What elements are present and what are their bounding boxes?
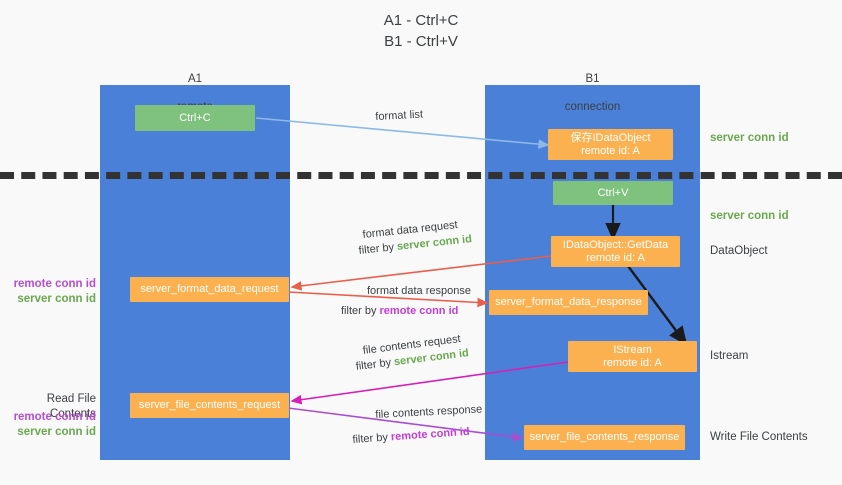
edge-label-format-data-response-filter: filter by remote conn id (341, 304, 458, 319)
right-label-server-conn-id-2: server conn id (710, 209, 789, 224)
node-server-file-contents-response[interactable]: server_file_contents_response (524, 425, 685, 450)
node-istream-line1: IStream (613, 343, 652, 356)
right-label-server-conn-id-2-text: server conn id (710, 210, 789, 222)
right-label-dataobject: DataObject (710, 244, 768, 259)
node-server-format-data-response[interactable]: server_format_data_response (489, 290, 648, 315)
node-idataobject-getdata[interactable]: IDataObject::GetData remote id: A (551, 236, 680, 267)
edge-label-file-contents-response-filter: filter by remote conn id (352, 425, 470, 448)
node-ctrl-v[interactable]: Ctrl+V (553, 181, 673, 205)
node-server-format-data-request-label: server_format_data_request (140, 283, 279, 295)
right-label-istream: Istream (710, 349, 748, 364)
right-label-dataobject-text: DataObject (710, 245, 768, 257)
edge-label-file-contents-response-filter-pre: filter by (352, 431, 392, 446)
node-save-idataobject-line2: remote id: A (581, 144, 640, 157)
column-b1-name: B1 (585, 73, 600, 85)
left-label-conn-ids-1: remote conn id server conn id (8, 277, 96, 307)
node-save-idataobject[interactable]: 保存IDataObject remote id: A (548, 129, 673, 160)
node-ctrl-v-label: Ctrl+V (597, 186, 629, 199)
node-server-file-contents-request[interactable]: server_file_contents_request (130, 393, 289, 418)
edge-label-format-data-request-filter-pre: filter by (358, 240, 398, 257)
dashed-divider (0, 172, 842, 179)
left-label-remote-conn-id-2: remote conn id (13, 411, 96, 423)
left-label-read-file-contents: Read File Contents (8, 392, 96, 422)
edge-label-file-contents-response-filter-key: remote conn id (390, 425, 470, 444)
node-getdata-line2: remote id: A (586, 251, 645, 264)
column-b1-sub: connection (564, 101, 621, 113)
page-title: A1 - Ctrl+C B1 - Ctrl+V (383, 12, 459, 50)
node-istream[interactable]: IStream remote id: A (568, 341, 697, 372)
left-label-server-conn-id-1: server conn id (17, 293, 96, 305)
left-label-server-conn-id-2: server conn id (17, 426, 96, 438)
column-header-b1: B1 connection (485, 58, 700, 114)
node-server-file-contents-request-label: server_file_contents_request (138, 399, 281, 411)
edge-label-format-list: format list (375, 108, 423, 125)
column-a1-name: A1 (187, 73, 203, 85)
edge-label-format-data-response-filter-pre: filter by (341, 305, 380, 317)
node-getdata-line1: IDataObject::GetData (562, 238, 669, 251)
left-label-read-file-contents-text: Read File Contents (46, 393, 96, 420)
edge-label-file-contents-response-text: file contents response (375, 403, 483, 421)
edge-label-file-contents-response: file contents response (375, 402, 483, 423)
edge-label-format-data-response: format data response (367, 284, 471, 299)
edge-label-file-contents-request-filter-pre: filter by (355, 356, 395, 373)
node-ctrl-c[interactable]: Ctrl+C (135, 105, 255, 131)
left-label-conn-ids-2: remote conn id server conn id (8, 410, 96, 440)
edge-label-format-data-response-filter-key: remote conn id (379, 305, 459, 317)
left-label-remote-conn-id-1: remote conn id (13, 278, 96, 290)
node-ctrl-c-label: Ctrl+C (179, 111, 211, 124)
edge-label-format-list-text: format list (375, 108, 424, 123)
right-label-server-conn-id-1: server conn id (710, 131, 789, 146)
right-label-write-file-contents: Write File Contents (710, 430, 808, 445)
node-server-format-data-response-label: server_format_data_response (495, 296, 642, 308)
node-server-format-data-request[interactable]: server_format_data_request (130, 277, 289, 302)
right-label-server-conn-id-1-text: server conn id (710, 132, 789, 144)
node-save-idataobject-line1: 保存IDataObject (570, 131, 651, 144)
edge-label-format-data-response-text: format data response (367, 285, 471, 297)
node-istream-line2: remote id: A (603, 356, 662, 369)
node-server-file-contents-response-label: server_file_contents_response (529, 431, 680, 443)
right-label-istream-text: Istream (710, 350, 749, 362)
right-label-write-file-contents-text: Write File Contents (710, 431, 808, 443)
